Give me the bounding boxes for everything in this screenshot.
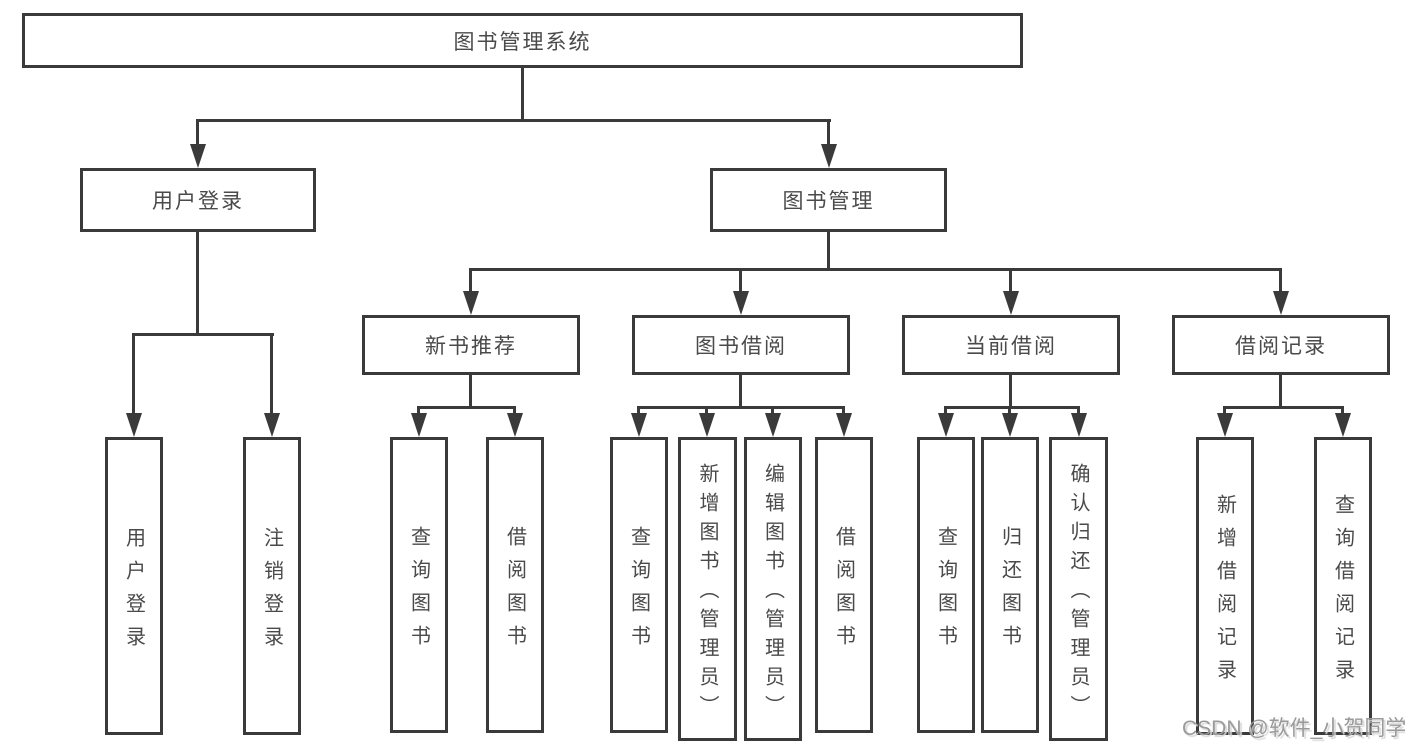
connector-line [417, 406, 420, 415]
connector-line [1279, 268, 1282, 291]
connector-line [705, 406, 708, 415]
node-user-login: 用户登录 [80, 168, 316, 232]
leaf-label: 查询图书 [407, 525, 430, 658]
leaf-label: 查询图书 [934, 525, 957, 658]
arrowhead-down-icon [264, 413, 280, 437]
leaf-query-books: 查询图书 [390, 437, 448, 733]
arrowhead-down-icon [1003, 291, 1019, 315]
node-library-system: 图书管理系统 [22, 13, 1023, 68]
connector-line [521, 67, 524, 121]
connector-line [1341, 406, 1344, 415]
arrowhead-down-icon [1273, 291, 1289, 315]
arrowhead-down-icon [938, 413, 954, 437]
arrowhead-down-icon [733, 291, 749, 315]
connector-line [1224, 406, 1344, 409]
connector-line [637, 406, 640, 415]
arrowhead-down-icon [1071, 413, 1087, 437]
connector-line [1077, 406, 1080, 415]
arrowhead-down-icon [507, 413, 523, 437]
arrowhead-down-icon [1335, 413, 1351, 437]
connector-line [1008, 406, 1011, 415]
leaf-return-book: 归还图书 [981, 437, 1039, 733]
leaf-label: 新增图书（管理员） [696, 463, 718, 724]
node-label: 借阅记录 [1235, 335, 1327, 358]
watermark: CSDN @软件_小贺同学 [1182, 717, 1405, 740]
arrowhead-down-icon [821, 144, 837, 168]
connector-line [196, 119, 831, 122]
node-label: 用户登录 [152, 190, 244, 213]
connector-line [638, 406, 845, 409]
connector-line [470, 268, 1281, 271]
connector-line [1009, 268, 1012, 291]
leaf-label: 编辑图书（管理员） [761, 463, 784, 724]
node-book-borrowing: 图书借阅 [632, 315, 850, 375]
connector-line [418, 406, 516, 409]
arrowhead-down-icon [631, 413, 647, 437]
node-new-book-recommendation: 新书推荐 [362, 315, 580, 375]
leaf-label: 注销登录 [260, 526, 283, 659]
node-label: 新书推荐 [425, 335, 517, 358]
leaf-label: 查询图书 [627, 525, 650, 658]
connector-line [133, 333, 274, 336]
leaf-logout: 注销登录 [243, 437, 301, 735]
leaf-label: 用户登录 [122, 526, 145, 659]
connector-line [132, 333, 135, 413]
connector-line [827, 231, 830, 270]
connector-line [270, 333, 273, 413]
connector-line [827, 119, 830, 146]
connector-line [469, 374, 472, 409]
arrowhead-down-icon [765, 413, 781, 437]
node-book-management: 图书管理 [710, 168, 947, 232]
leaf-query-borrow-record: 查询借阅记录 [1314, 437, 1372, 735]
leaf-add-borrow-record: 新增借阅记录 [1196, 437, 1254, 735]
arrowhead-down-icon [463, 291, 479, 315]
arrowhead-down-icon [411, 413, 427, 437]
connector-line [196, 119, 199, 146]
arrowhead-down-icon [1002, 413, 1018, 437]
arrowhead-down-icon [190, 144, 206, 168]
connector-line [1009, 374, 1012, 409]
connector-line [944, 406, 947, 415]
arrowhead-down-icon [699, 413, 715, 437]
leaf-query-books-3: 查询图书 [917, 437, 975, 733]
connector-line [739, 268, 742, 291]
leaf-label: 查询借阅记录 [1331, 493, 1354, 692]
node-label: 图书借阅 [695, 335, 787, 358]
leaf-user-login: 用户登录 [105, 437, 163, 735]
leaf-label: 借阅图书 [503, 525, 526, 658]
connector-line [1223, 406, 1226, 415]
node-label: 图书管理系统 [453, 30, 592, 54]
leaf-confirm-return-admin: 确认归还（管理员） [1049, 437, 1108, 741]
leaf-borrow-books-2: 借阅图书 [815, 437, 873, 733]
connector-line [1279, 374, 1282, 409]
node-label: 图书管理 [782, 190, 875, 213]
connector-line [513, 406, 516, 415]
connector-line [469, 268, 472, 291]
leaf-borrow-books: 借阅图书 [486, 437, 544, 733]
connector-line [945, 406, 1080, 409]
connector-line [739, 374, 742, 409]
node-current-borrowing: 当前借阅 [902, 315, 1120, 375]
leaf-label: 新增借阅记录 [1213, 493, 1236, 692]
arrowhead-down-icon [126, 413, 142, 437]
connector-line [771, 406, 774, 415]
leaf-add-book-admin: 新增图书（管理员） [678, 437, 737, 741]
leaf-label: 归还图书 [998, 525, 1021, 658]
arrowhead-down-icon [836, 413, 852, 437]
leaf-label: 借阅图书 [832, 525, 855, 658]
leaf-label: 确认归还（管理员） [1067, 463, 1089, 724]
leaf-edit-book-admin: 编辑图书（管理员） [744, 437, 802, 741]
node-borrowing-records: 借阅记录 [1172, 315, 1390, 375]
connector-line [842, 406, 845, 415]
connector-line [196, 231, 199, 335]
node-label: 当前借阅 [965, 335, 1057, 358]
leaf-query-books-2: 查询图书 [610, 437, 668, 733]
arrowhead-down-icon [1217, 413, 1233, 437]
